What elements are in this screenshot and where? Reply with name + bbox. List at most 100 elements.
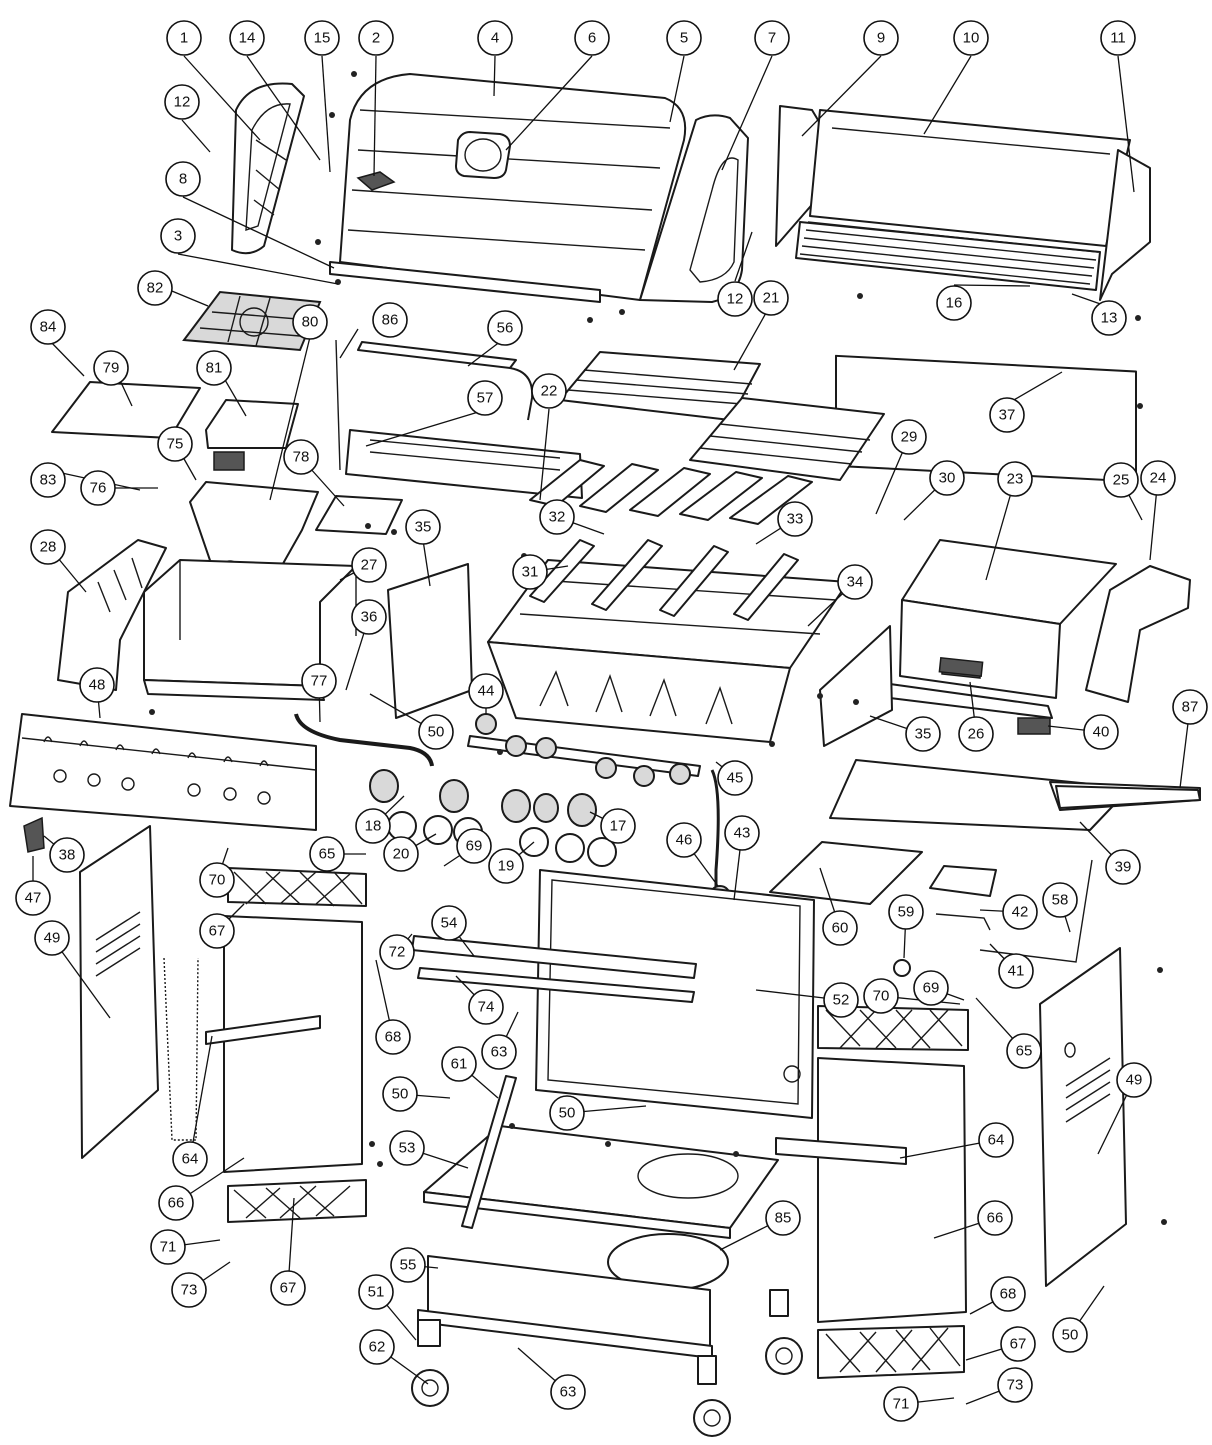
callout-number: 67 xyxy=(1010,1336,1027,1353)
callout-number: 50 xyxy=(1062,1327,1079,1344)
callout-circle xyxy=(863,20,899,56)
grease-cup xyxy=(893,859,1093,977)
callout-circle xyxy=(717,760,753,796)
callout-58: 58 xyxy=(1042,882,1078,918)
callout-number: 48 xyxy=(89,677,106,694)
callout-61: 61 xyxy=(441,1046,477,1082)
callout-number: 36 xyxy=(361,609,378,626)
callout-number: 31 xyxy=(522,564,539,581)
callout-83: 83 xyxy=(30,462,66,498)
callout-circle xyxy=(539,499,575,535)
callout-circle xyxy=(351,599,387,635)
callout-circle xyxy=(823,982,859,1018)
lower-brace xyxy=(417,967,695,1003)
callout-number: 25 xyxy=(1113,472,1130,489)
callout-number: 71 xyxy=(160,1239,177,1256)
rotisserie-burner-tube xyxy=(335,339,534,471)
callout-54: 54 xyxy=(431,905,467,941)
callout-number: 39 xyxy=(1115,859,1132,876)
callout-number: 5 xyxy=(680,30,688,47)
callout-circle xyxy=(666,822,702,858)
callout-13: 13 xyxy=(1091,300,1127,336)
main-burners xyxy=(529,539,799,621)
callout-number: 38 xyxy=(59,847,76,864)
callout-number: 44 xyxy=(478,683,495,700)
callout-27: 27 xyxy=(351,547,387,583)
callout-circle xyxy=(953,20,989,56)
callout-59: 59 xyxy=(888,894,924,930)
callout-circle xyxy=(372,302,408,338)
callout-71: 71 xyxy=(150,1229,186,1265)
drawer-latch xyxy=(1017,717,1051,735)
callout-circle xyxy=(382,1076,418,1112)
callout-circle xyxy=(1100,20,1136,56)
callout-circle xyxy=(229,20,265,56)
callout-62: 62 xyxy=(359,1329,395,1365)
callout-number: 66 xyxy=(168,1195,185,1212)
callout-circle xyxy=(355,808,391,844)
callout-66: 66 xyxy=(158,1185,194,1221)
callout-2: 2 xyxy=(358,20,394,56)
callout-circle xyxy=(30,309,66,345)
callout-30: 30 xyxy=(929,460,965,496)
callout-number: 64 xyxy=(988,1132,1005,1149)
left-inner-panel xyxy=(387,563,473,719)
callout-circle xyxy=(753,280,789,316)
callout-circle xyxy=(574,20,610,56)
callout-70: 70 xyxy=(863,978,899,1014)
callout-circle xyxy=(171,1272,207,1308)
callout-number: 52 xyxy=(833,992,850,1009)
callout-87: 87 xyxy=(1172,689,1208,725)
callout-number: 73 xyxy=(1007,1377,1024,1394)
callout-number: 9 xyxy=(877,30,885,47)
callout-68: 68 xyxy=(375,1019,411,1055)
callout-circle xyxy=(34,920,70,956)
callout-number: 8 xyxy=(179,171,187,188)
callout-circle xyxy=(1140,460,1176,496)
callout-circle xyxy=(93,350,129,386)
callout-number: 64 xyxy=(182,1151,199,1168)
callout-55: 55 xyxy=(390,1247,426,1283)
callout-number: 15 xyxy=(314,30,331,47)
callout-circle xyxy=(160,218,196,254)
callout-number: 37 xyxy=(999,407,1016,424)
callout-number: 57 xyxy=(477,390,494,407)
callout-number: 17 xyxy=(610,818,627,835)
callout-circle xyxy=(30,529,66,565)
callout-number: 56 xyxy=(497,320,514,337)
callout-number: 29 xyxy=(901,429,918,446)
callout-63: 63 xyxy=(481,1034,517,1070)
callout-circle xyxy=(166,20,202,56)
callout-circle xyxy=(383,836,419,872)
callout-circle xyxy=(196,350,232,386)
callout-number: 60 xyxy=(832,920,849,937)
callout-circle xyxy=(405,509,441,545)
right-door xyxy=(775,1005,969,1379)
callout-number: 66 xyxy=(987,1210,1004,1227)
callout-number: 23 xyxy=(1007,471,1024,488)
rear-burner xyxy=(345,429,583,499)
callout-circle xyxy=(958,716,994,752)
callout-85: 85 xyxy=(765,1200,801,1236)
callout-circle xyxy=(754,20,790,56)
callout-42: 42 xyxy=(1002,894,1038,930)
callout-number: 59 xyxy=(898,904,915,921)
callout-50: 50 xyxy=(382,1076,418,1112)
callout-66: 66 xyxy=(977,1200,1013,1236)
callout-6: 6 xyxy=(574,20,610,56)
callout-circle xyxy=(441,1046,477,1082)
callout-25: 25 xyxy=(1103,462,1139,498)
callout-circle xyxy=(358,1274,394,1310)
callout-3: 3 xyxy=(160,218,196,254)
callout-57: 57 xyxy=(467,380,503,416)
callout-number: 12 xyxy=(174,94,191,111)
callout-circle xyxy=(477,20,513,56)
callout-67: 67 xyxy=(270,1270,306,1306)
callout-56: 56 xyxy=(487,310,523,346)
callout-20: 20 xyxy=(383,836,419,872)
callout-41: 41 xyxy=(998,953,1034,989)
callout-number: 73 xyxy=(181,1282,198,1299)
callout-number: 16 xyxy=(946,295,963,312)
callout-circle xyxy=(1052,1317,1088,1353)
